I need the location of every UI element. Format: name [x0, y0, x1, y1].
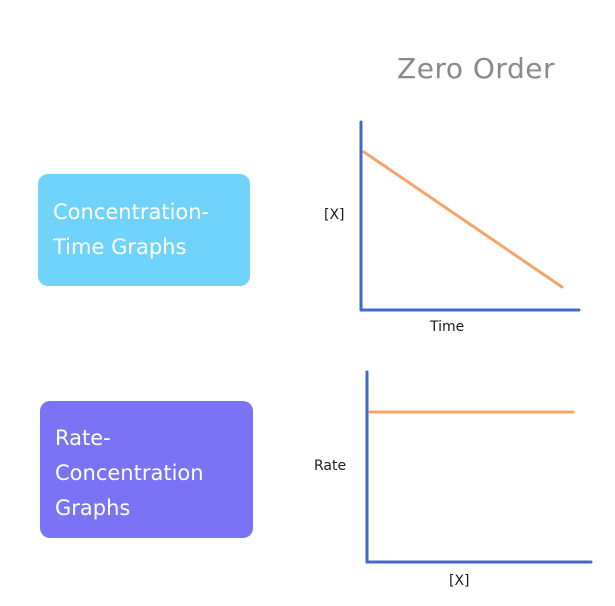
rate-concentration-box: Rate- Concentration Graphs — [40, 401, 253, 538]
rate-concentration-box-line1: Rate- — [55, 426, 111, 450]
concentration-time-box-line1: Concentration- — [53, 200, 210, 224]
rate-concentration-graph — [365, 370, 593, 564]
rate-concentration-box-line3: Graphs — [55, 496, 131, 520]
concentration-time-box: Concentration- Time Graphs — [38, 174, 250, 286]
concentration-time-y-label: [X] — [324, 207, 345, 223]
rate-concentration-y-label: Rate — [314, 458, 347, 474]
rate-concentration-x-label: [X] — [449, 573, 470, 589]
diagram-title: Zero Order — [397, 52, 555, 85]
concentration-time-box-line2: Time Graphs — [53, 235, 187, 259]
concentration-time-line — [362, 150, 564, 289]
concentration-time-graph — [359, 120, 581, 312]
concentration-time-x-label: Time — [430, 319, 465, 335]
rate-concentration-box-line2: Concentration — [55, 461, 204, 485]
